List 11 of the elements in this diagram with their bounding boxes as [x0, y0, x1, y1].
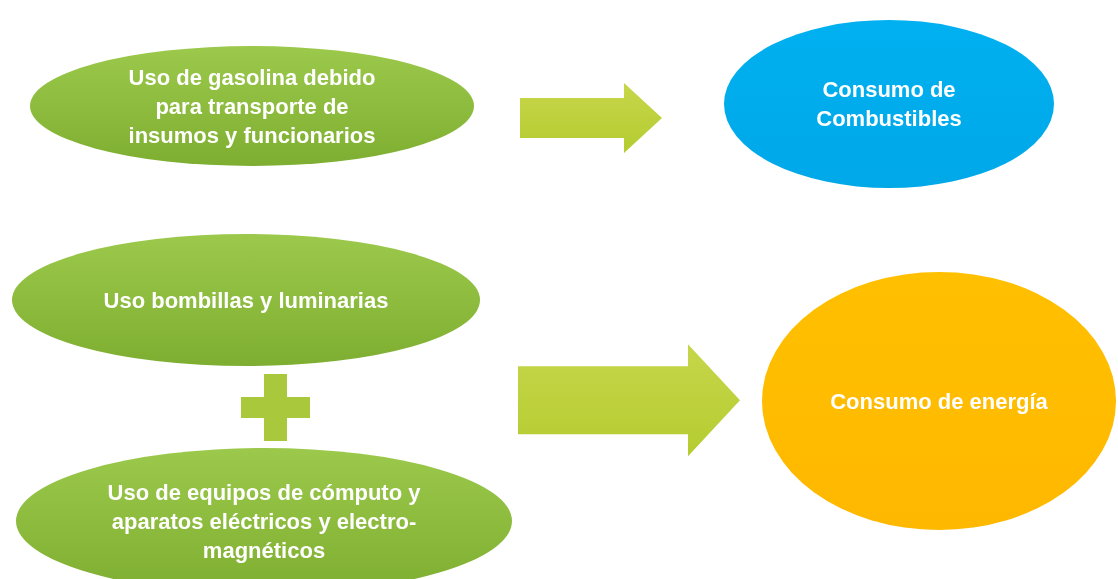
oval-node — [722, 18, 1056, 190]
oval-node — [10, 232, 482, 368]
node-text: Uso bombillas y luminarias — [103, 286, 389, 315]
block-arrow — [518, 344, 740, 457]
oval-node — [28, 44, 476, 168]
block-arrow — [520, 83, 662, 153]
node-text: Consumo de Combustibles — [815, 76, 963, 133]
node-text: Uso de gasolina debido para transporte de insumos y funcionarios — [127, 63, 377, 150]
oval-node — [760, 270, 1118, 532]
node-text: Uso de equipos de cómputo y aparatos eléctricos y electro-magnéticos — [106, 478, 422, 565]
node-text: Consumo de energía — [830, 387, 1048, 416]
